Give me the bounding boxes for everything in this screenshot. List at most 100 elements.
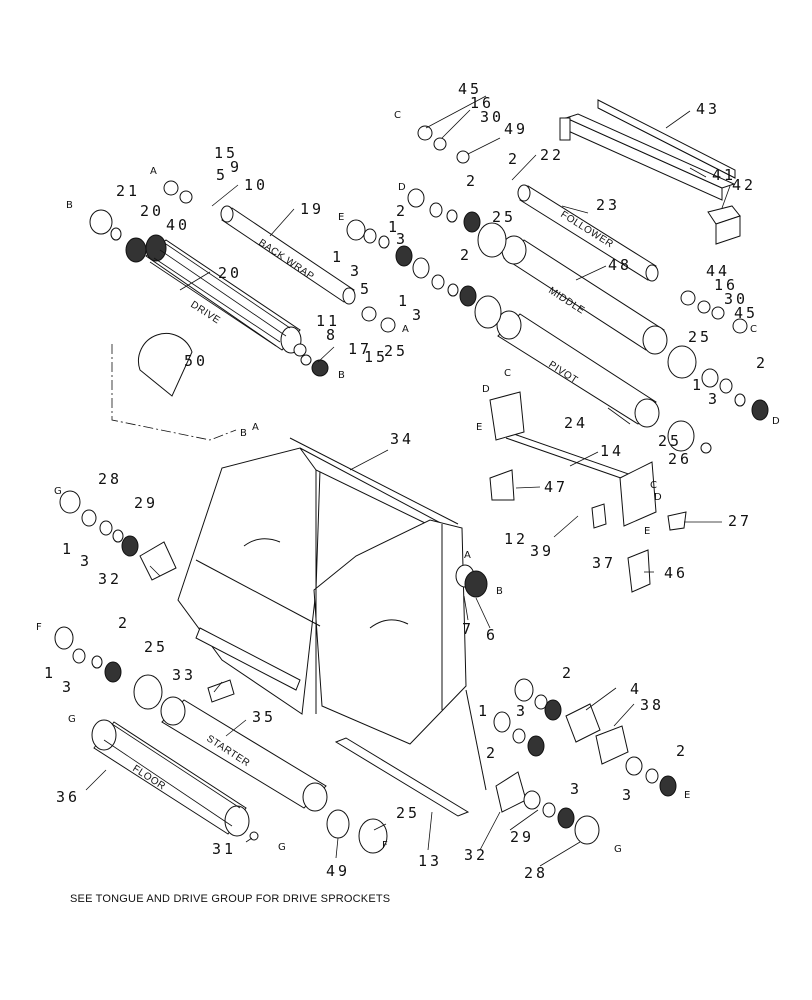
callout-35: 35 — [252, 708, 276, 726]
rail-43 — [597, 99, 736, 179]
marker-C-d: C — [650, 480, 657, 491]
callout-14: 14 — [600, 442, 624, 460]
marker-B-b: B — [338, 370, 345, 381]
sprockets — [54, 125, 769, 854]
shaft-14 — [489, 391, 657, 527]
marker-G-b: G — [68, 714, 76, 725]
bracket-42 — [707, 205, 741, 245]
callout-1-b: 1 — [332, 248, 344, 266]
marker-F: F — [36, 622, 42, 633]
callout-49: 49 — [504, 120, 528, 138]
callout-2-d: 2 — [460, 246, 472, 264]
marker-C-b: C — [750, 324, 757, 335]
callout-10: 10 — [244, 176, 268, 194]
disc-50 — [111, 332, 237, 441]
callout-3-h: 3 — [622, 786, 634, 804]
callout-4: 4 — [630, 680, 642, 698]
callout-37: 37 — [592, 554, 616, 572]
callout-3-d: 3 — [708, 390, 720, 408]
marker-B-c: B — [240, 428, 247, 439]
callout-17: 17 — [348, 340, 372, 358]
callout-31: 31 — [212, 840, 236, 858]
marker-G: G — [54, 486, 62, 497]
callout-13: 13 — [418, 852, 442, 870]
callout-34: 34 — [390, 430, 414, 448]
marker-E-b: E — [476, 422, 482, 433]
callout-9: 9 — [230, 158, 242, 176]
callout-27: 27 — [728, 512, 752, 530]
callout-2-c: 2 — [396, 202, 408, 220]
callout-33: 33 — [172, 666, 196, 684]
footer-note: SEE TONGUE AND DRIVE GROUP FOR DRIVE SPR… — [70, 893, 391, 905]
callout-50: 50 — [184, 352, 208, 370]
callout-49-b: 49 — [326, 862, 350, 880]
callout-24: 24 — [564, 414, 588, 432]
callout-2-h: 2 — [486, 744, 498, 762]
callout-3-f: 3 — [62, 678, 74, 696]
starter-roller: STARTER — [160, 696, 328, 812]
callout-23: 23 — [596, 196, 620, 214]
callout-46: 46 — [664, 564, 688, 582]
callout-2-b: 2 — [466, 172, 478, 190]
callout-25-c: 25 — [688, 328, 712, 346]
callout-5-a: 5 — [216, 166, 228, 184]
marker-A: A — [150, 166, 157, 177]
callout-39: 39 — [530, 542, 554, 560]
callout-44: 44 — [706, 262, 730, 280]
marker-B: B — [66, 200, 73, 211]
callout-2-f: 2 — [118, 614, 130, 632]
callout-7: 7 — [462, 620, 474, 638]
marker-D: D — [398, 182, 406, 193]
callout-8: 8 — [326, 326, 338, 344]
callout-1-f: 1 — [44, 664, 56, 682]
callout-1-e: 1 — [62, 540, 74, 558]
callout-28-b: 28 — [524, 864, 548, 882]
callout-29: 29 — [134, 494, 158, 512]
callout-3-a: 3 — [396, 230, 408, 248]
callout-2-g: 2 — [562, 664, 574, 682]
marker-E-d: E — [684, 790, 690, 801]
marker-E-c: E — [644, 526, 650, 537]
callout-3-g: 3 — [516, 702, 528, 720]
baler-frame — [177, 437, 487, 791]
callout-16: 16 — [470, 94, 494, 112]
marker-B-d: B — [496, 586, 503, 597]
callout-3-c: 3 — [412, 306, 424, 324]
marker-D-d: D — [654, 492, 662, 503]
marker-F-b: F — [382, 840, 388, 851]
callout-43: 43 — [696, 100, 720, 118]
callout-26: 26 — [668, 450, 692, 468]
callout-20: 20 — [140, 202, 164, 220]
callout-1-g: 1 — [478, 702, 490, 720]
callout-25-e: 25 — [144, 638, 168, 656]
callout-15-a: 15 — [214, 144, 238, 162]
callout-16-b: 16 — [714, 276, 738, 294]
callouts: 45 16 30 49 43 22 41 42 23 19 10 20 48 5… — [44, 80, 768, 882]
callout-3-b: 3 — [350, 262, 362, 280]
callout-18: 20 — [218, 264, 242, 282]
callout-45-b: 45 — [734, 304, 758, 322]
marker-G-d: G — [614, 844, 622, 855]
marker-C: C — [394, 110, 401, 121]
callout-32: 32 — [98, 570, 122, 588]
callout-1-c: 1 — [398, 292, 410, 310]
callout-45: 45 — [458, 80, 482, 98]
marker-D-b: D — [482, 384, 490, 395]
callout-2-a: 2 — [508, 150, 520, 168]
marker-A-d: A — [464, 550, 471, 561]
marker-D-c: D — [772, 416, 780, 427]
callout-11: 11 — [316, 312, 340, 330]
marker-G-c: G — [278, 842, 286, 853]
marker-E: E — [338, 212, 344, 223]
callout-3-e: 3 — [80, 552, 92, 570]
callout-2-e: 2 — [756, 354, 768, 372]
callout-25-a: 25 — [492, 208, 516, 226]
callout-36: 36 — [56, 788, 80, 806]
callout-25-b: 25 — [384, 342, 408, 360]
callout-29-b: 29 — [510, 828, 534, 846]
leader-lines — [85, 95, 731, 867]
callout-30: 30 — [480, 108, 504, 126]
callout-22: 22 — [540, 146, 564, 164]
callout-19: 19 — [300, 200, 324, 218]
callout-3-i: 3 — [570, 780, 582, 798]
